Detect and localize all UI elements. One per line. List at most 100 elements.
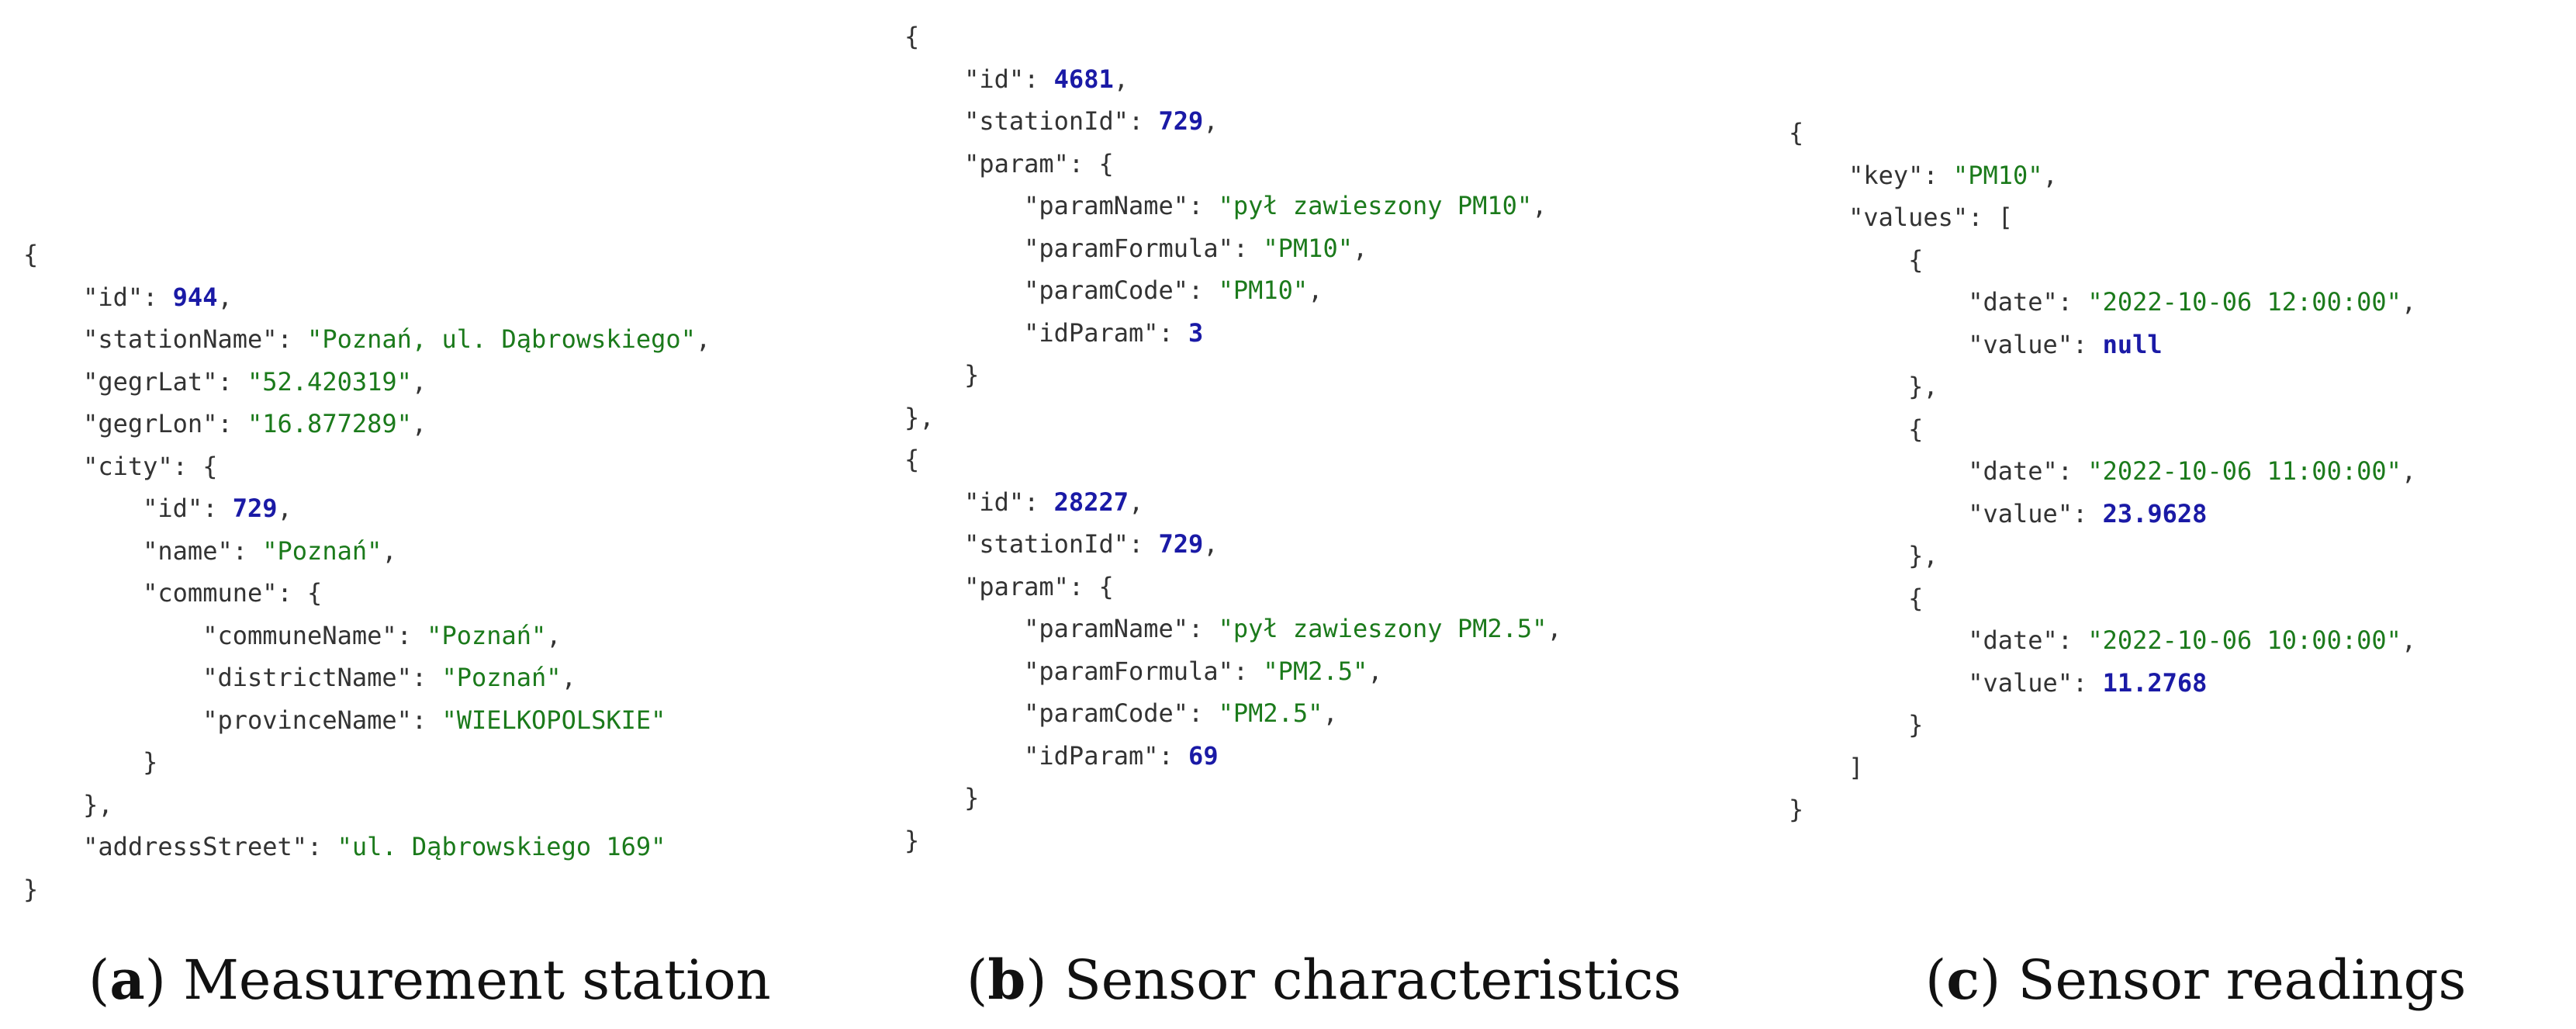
- json-key: "stationId": [964, 529, 1129, 559]
- json-number-value: 729: [1158, 106, 1204, 136]
- code-line: "idParam": 69: [904, 735, 1562, 778]
- json-punctuation: :: [411, 663, 442, 692]
- json-string-value: "Poznań": [427, 620, 547, 650]
- json-key: "id": [964, 64, 1025, 94]
- json-key: "provinceName": [202, 705, 412, 735]
- code-indent: [23, 790, 83, 819]
- json-key: "paramCode": [1024, 275, 1189, 305]
- json-punctuation: ,: [695, 324, 711, 354]
- json-punctuation: ,: [382, 535, 397, 566]
- code-line: "paramName": "pył zawieszony PM10",: [904, 185, 1562, 227]
- code-line: "values": [: [1789, 196, 2416, 239]
- json-key: "gegrLon": [83, 409, 218, 438]
- code-line: "paramFormula": "PM10",: [904, 227, 1562, 270]
- json-number-value: 23.9628: [2102, 498, 2208, 528]
- code-indent: [23, 663, 202, 692]
- code-line: "value": 11.2768: [1789, 662, 2416, 705]
- json-punctuation: :: [232, 535, 263, 566]
- code-indent: [23, 536, 143, 566]
- json-string-value: "Poznań": [441, 663, 562, 692]
- json-punctuation: :: [2073, 498, 2103, 528]
- json-punctuation: ,: [1203, 529, 1219, 559]
- code-indent: [23, 494, 143, 523]
- json-string-value: "Poznań": [262, 535, 382, 566]
- json-panel-measurement-station: { "id": 944, "stationName": "Poznań, ul.…: [23, 234, 711, 910]
- caption-text: Sensor readings: [2000, 948, 2467, 1012]
- json-punctuation: :: [307, 832, 337, 861]
- json-punctuation: }: [904, 825, 920, 855]
- json-punctuation: :: [1128, 529, 1159, 559]
- json-string-value: "2022-10-06 12:00:00": [2087, 287, 2401, 317]
- code-line: "value": 23.9628: [1789, 493, 2416, 535]
- code-indent: [904, 64, 964, 94]
- json-string-value: "pył zawieszony PM2.5": [1218, 614, 1547, 643]
- json-punctuation: }: [1789, 795, 1804, 824]
- json-key: "idParam": [1024, 740, 1159, 771]
- caption-text: Sensor characteristics: [1046, 948, 1682, 1012]
- code-indent: [904, 318, 1024, 348]
- code-indent: [904, 614, 1024, 643]
- code-indent: [23, 621, 202, 650]
- code-indent: [23, 367, 83, 397]
- json-key: "value": [1968, 667, 2073, 698]
- json-punctuation: :: [1923, 160, 1953, 190]
- code-line: ]: [1789, 747, 2416, 789]
- json-string-value: "Poznań, ul. Dąbrowskiego": [307, 324, 696, 354]
- code-indent: [904, 741, 1024, 771]
- caption-sensor-readings: (c) Sensor readings: [1925, 945, 2466, 1015]
- code-line: "idParam": 3: [904, 312, 1562, 355]
- code-line: }: [904, 354, 1562, 397]
- code-indent: [1789, 414, 1908, 444]
- code-line: "stationName": "Poznań, ul. Dąbrowskiego…: [23, 318, 711, 361]
- json-punctuation: {: [1789, 118, 1804, 147]
- json-punctuation: ,: [1352, 233, 1368, 263]
- json-key: "key": [1848, 160, 1924, 190]
- caption-open-paren: (: [966, 948, 988, 1012]
- code-line: "provinceName": "WIELKOPOLSKIE": [23, 699, 711, 742]
- code-indent: [1789, 203, 1848, 232]
- json-punctuation: ]: [1848, 752, 1864, 782]
- code-indent: [23, 324, 83, 354]
- json-punctuation: ,: [2042, 160, 2058, 190]
- code-indent: [1789, 287, 1968, 317]
- code-indent: [23, 452, 83, 481]
- json-punctuation: {: [23, 240, 39, 269]
- json-key: "id": [964, 487, 1025, 517]
- code-line: {: [1789, 112, 2416, 154]
- caption-sensor-characteristics: (b) Sensor characteristics: [966, 945, 1681, 1015]
- json-punctuation: : [: [1968, 203, 2013, 232]
- caption-close-paren: ): [144, 948, 166, 1012]
- json-punctuation: {: [1908, 583, 1924, 613]
- code-line: "addressStreet": "ul. Dąbrowskiego 169": [23, 826, 711, 868]
- json-punctuation: :: [396, 620, 427, 650]
- json-number-value: 729: [1158, 529, 1204, 559]
- json-number-value: 944: [172, 282, 218, 312]
- json-punctuation: : {: [1068, 148, 1114, 178]
- code-line: },: [1789, 366, 2416, 408]
- code-indent: [1789, 330, 1968, 359]
- json-number-value: 28227: [1053, 487, 1129, 517]
- code-line: "param": {: [904, 143, 1562, 185]
- code-indent: [1789, 161, 1848, 190]
- json-punctuation: ,: [1368, 656, 1383, 686]
- json-punctuation: :: [1188, 275, 1219, 305]
- code-line: "districtName": "Poznań",: [23, 657, 711, 699]
- code-indent: [904, 529, 964, 559]
- json-key: "id": [83, 282, 143, 312]
- json-punctuation: ,: [2401, 625, 2417, 655]
- code-line: }: [904, 777, 1562, 819]
- json-punctuation: ,: [546, 620, 562, 650]
- json-punctuation: : {: [172, 451, 218, 481]
- json-key: "paramName": [1024, 614, 1189, 643]
- json-punctuation: :: [277, 324, 308, 354]
- json-key: "commune": [143, 578, 278, 608]
- code-line: "paramCode": "PM2.5",: [904, 692, 1562, 735]
- code-indent: [1789, 541, 1908, 570]
- json-punctuation: {: [904, 445, 920, 474]
- json-punctuation: :: [143, 282, 173, 312]
- code-indent: [23, 282, 83, 312]
- json-punctuation: :: [2057, 287, 2088, 317]
- code-indent: [23, 705, 202, 735]
- code-line: "date": "2022-10-06 11:00:00",: [1789, 450, 2416, 493]
- code-line: "gegrLat": "52.420319",: [23, 361, 711, 404]
